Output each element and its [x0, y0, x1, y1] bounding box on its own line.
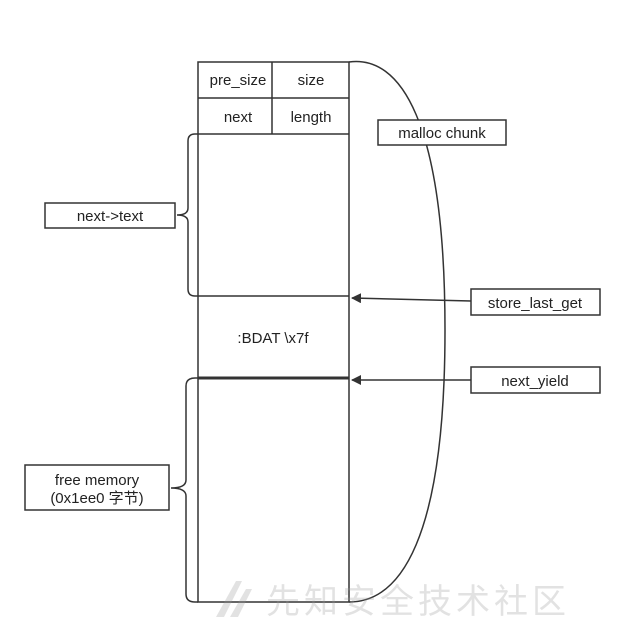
next-field: next: [224, 109, 253, 126]
store-last-get-arrow: [351, 293, 472, 304]
store-last-get-label: store_last_get: [488, 295, 583, 312]
malloc-chunk-label: malloc chunk: [398, 125, 486, 142]
next-text-label: next->text: [77, 208, 144, 225]
malloc-chunk-arc: [348, 60, 446, 603]
chunk-outline: [197, 61, 350, 603]
bdat-marker-text: :BDAT \x7f: [237, 330, 309, 347]
free-memory-label: free memory: [55, 472, 140, 489]
text-region-brace: [176, 133, 198, 297]
free-memory-brace: [170, 377, 198, 603]
free-memory-label-box: [24, 464, 170, 511]
malloc-chunk-label-box: [377, 119, 507, 146]
next-yield-label-box: [470, 366, 601, 394]
pre-size-field: pre_size: [210, 72, 267, 89]
free-memory-size-label: (0x1ee0 字节): [50, 490, 143, 507]
next-yield-label: next_yield: [501, 373, 569, 390]
store-last-get-label-box: [470, 288, 601, 316]
size-field: size: [298, 72, 325, 89]
next-text-label-box: [44, 202, 176, 229]
length-field: length: [291, 109, 332, 126]
chunk-column: [197, 61, 350, 603]
